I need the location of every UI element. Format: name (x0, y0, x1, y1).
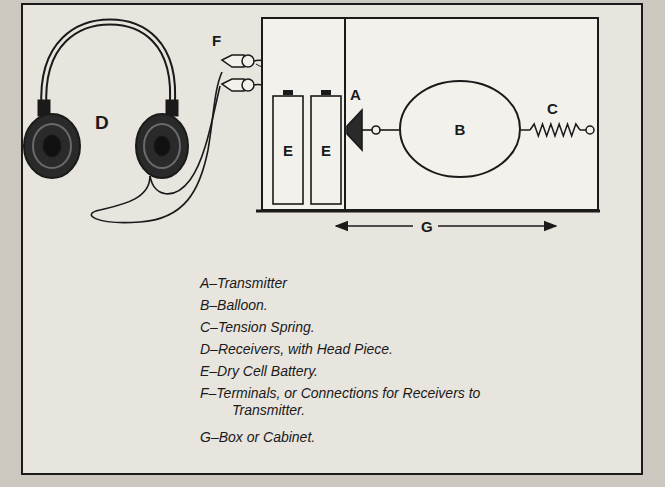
battery-terminal (321, 90, 331, 95)
key-entry: E–Dry Cell Battery. (200, 363, 318, 380)
part-letter: E (321, 142, 331, 159)
dimension-arrow (438, 225, 556, 227)
battery-outline (311, 96, 341, 204)
key-entry: A–Transmitter (200, 275, 287, 292)
battery-terminal (283, 90, 293, 95)
key-entry: F–Terminals, or Connections for Receiver… (200, 385, 482, 419)
balloon: B (399, 80, 521, 178)
callout-letter: A (350, 86, 361, 103)
key-entry: D–Receivers, with Head Piece. (200, 341, 393, 358)
battery-outline (273, 96, 303, 204)
battery-cell: E (272, 95, 304, 205)
headphones (24, 22, 222, 223)
callout-letter: G (419, 218, 435, 235)
figure-frame (22, 4, 642, 474)
part-letter: B (455, 121, 466, 138)
transmitter (347, 110, 399, 150)
key-entry: B–Balloon. (200, 297, 268, 314)
callout-letter: D (95, 112, 109, 134)
part-letter: E (283, 142, 293, 159)
callout-letter: F (212, 32, 221, 49)
callout-letter: C (547, 100, 558, 117)
battery-cell: E (310, 95, 342, 205)
balloon-outline (400, 81, 520, 177)
key-entry: G–Box or Cabinet. (200, 429, 315, 446)
tension-spring (521, 124, 594, 136)
key-entry: C–Tension Spring. (200, 319, 315, 336)
cabinet (256, 18, 600, 211)
dimension-arrow (336, 225, 413, 227)
